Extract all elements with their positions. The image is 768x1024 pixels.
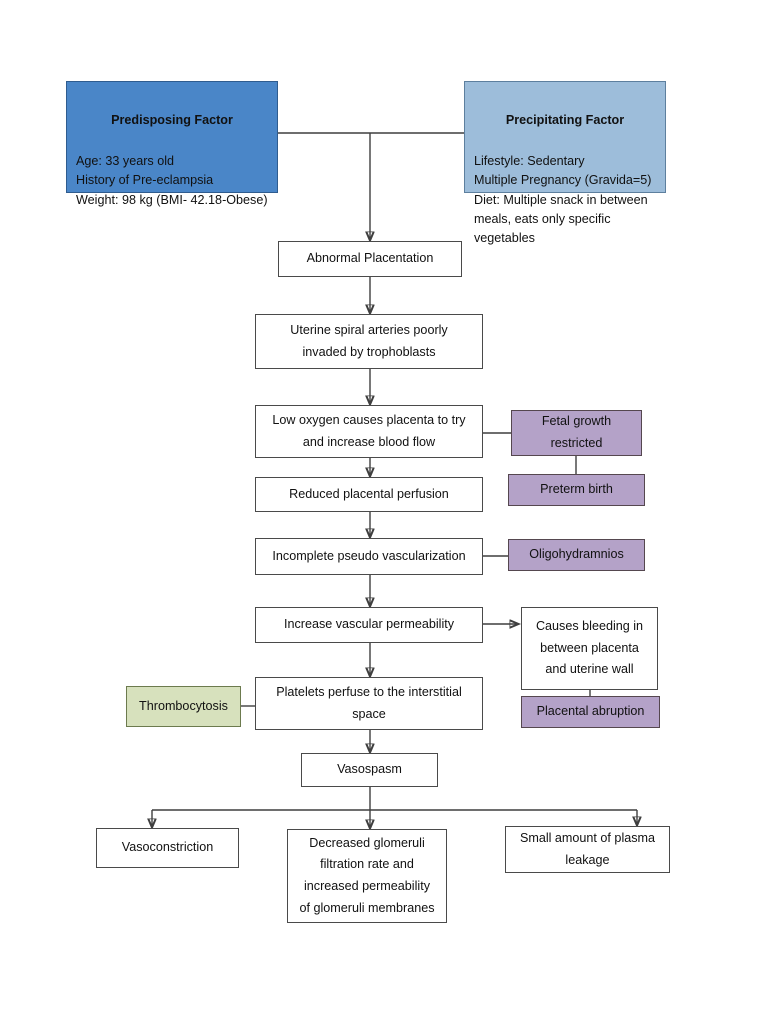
node-low-oxygen[interactable]: Low oxygen causes placenta to try and in… bbox=[255, 405, 483, 458]
node-fetal-growth-restricted[interactable]: Fetal growth restricted bbox=[511, 410, 642, 456]
node-vasoconstriction[interactable]: Vasoconstriction bbox=[96, 828, 239, 868]
node-incomplete-pseudo-vascularization[interactable]: Incomplete pseudo vascularization bbox=[255, 538, 483, 575]
precipitating-factor-content: Precipitating Factor Lifestyle: Sedentar… bbox=[474, 89, 656, 270]
precipitating-factor-title: Precipitating Factor bbox=[505, 112, 625, 127]
node-abnormal-placentation[interactable]: Abnormal Placentation bbox=[278, 241, 462, 277]
node-decreased-glomeruli[interactable]: Decreased glomeruli filtration rate and … bbox=[287, 829, 447, 923]
precipitating-factor-body: Lifestyle: Sedentary Multiple Pregnancy … bbox=[474, 154, 652, 246]
predisposing-factor-body: Age: 33 years old History of Pre-eclamps… bbox=[76, 154, 268, 207]
node-causes-bleeding[interactable]: Causes bleeding in between placenta and … bbox=[521, 607, 658, 690]
node-increase-vascular-permeability[interactable]: Increase vascular permeability bbox=[255, 607, 483, 643]
node-uterine-spiral-arteries[interactable]: Uterine spiral arteries poorly invaded b… bbox=[255, 314, 483, 369]
node-reduced-placental-perfusion[interactable]: Reduced placental perfusion bbox=[255, 477, 483, 512]
predisposing-factor-content: Predisposing Factor Age: 33 years old Hi… bbox=[76, 89, 268, 232]
node-predisposing-factor[interactable]: Predisposing Factor Age: 33 years old Hi… bbox=[66, 81, 278, 207]
node-plasma-leakage[interactable]: Small amount of plasma leakage bbox=[505, 826, 670, 873]
predisposing-factor-title: Predisposing Factor bbox=[111, 112, 233, 127]
node-thrombocytosis[interactable]: Thrombocytosis bbox=[126, 686, 241, 727]
node-vasospasm[interactable]: Vasospasm bbox=[301, 753, 438, 787]
node-platelets-perfuse[interactable]: Platelets perfuse to the interstitial sp… bbox=[255, 677, 483, 730]
node-oligohydramnios[interactable]: Oligohydramnios bbox=[508, 539, 645, 571]
node-preterm-birth[interactable]: Preterm birth bbox=[508, 474, 645, 506]
node-placental-abruption[interactable]: Placental abruption bbox=[521, 696, 660, 728]
node-precipitating-factor[interactable]: Precipitating Factor Lifestyle: Sedentar… bbox=[464, 81, 666, 245]
